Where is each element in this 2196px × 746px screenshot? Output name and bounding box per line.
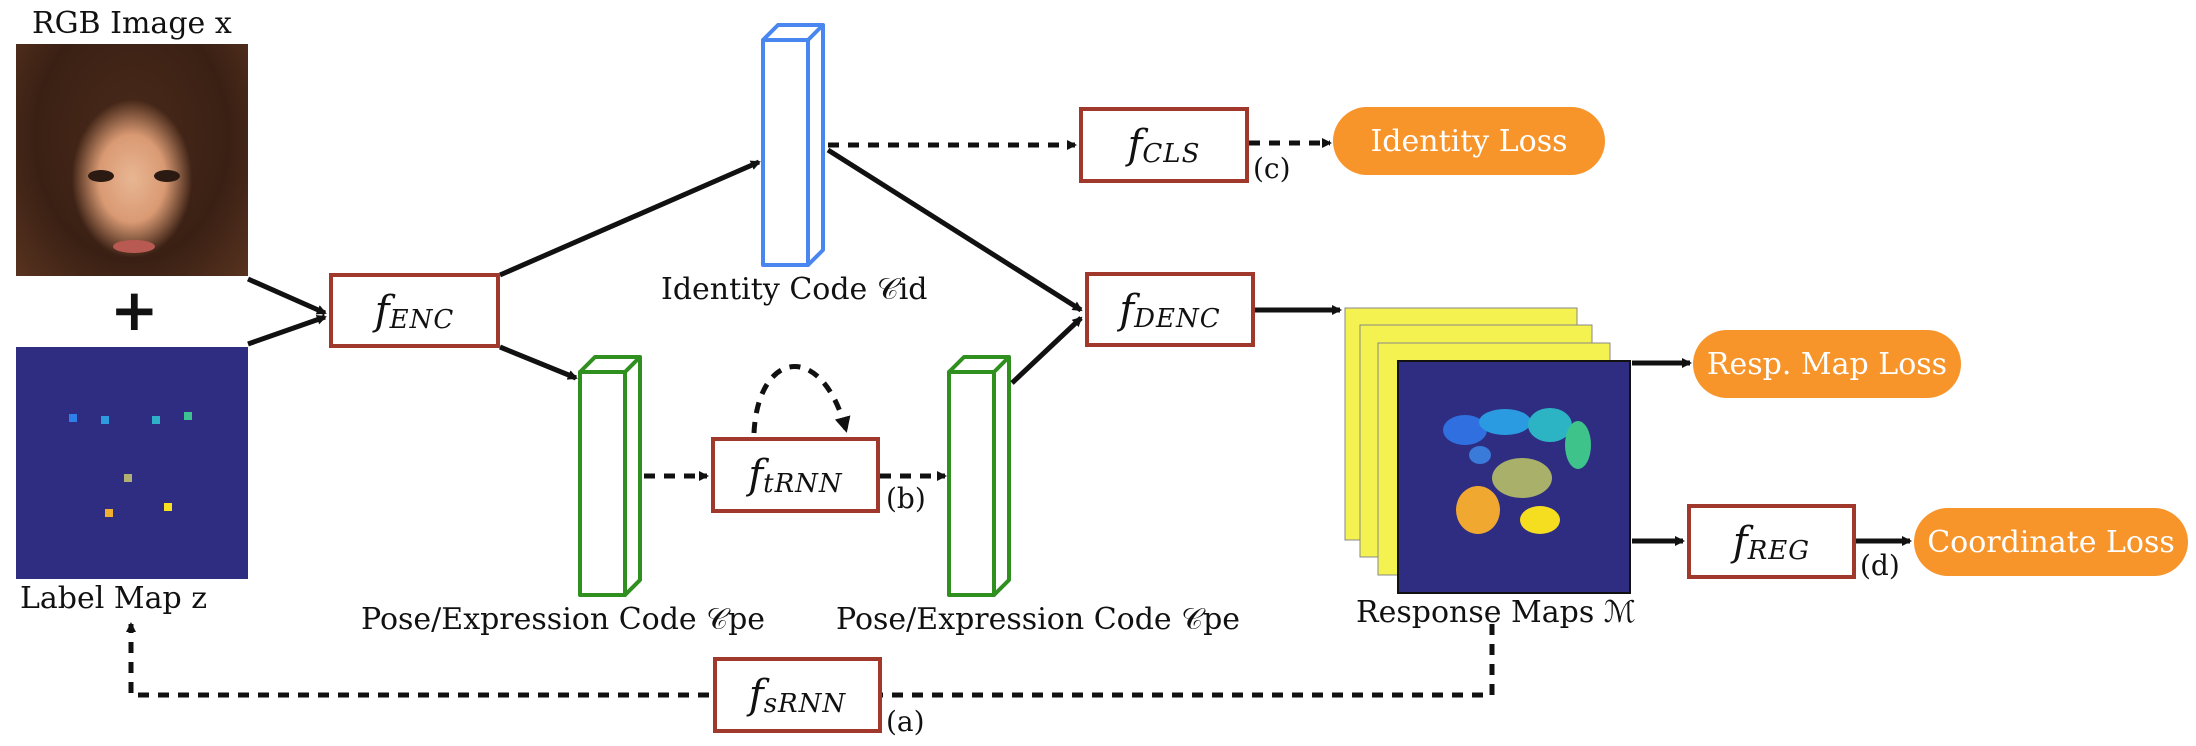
marker-a: (a) <box>886 705 925 738</box>
marker-b: (b) <box>886 482 926 515</box>
f-denc-base: f <box>1119 286 1135 333</box>
response-heat-blobs <box>1443 408 1591 534</box>
solid-connectors <box>246 147 1912 546</box>
dashed-connectors <box>126 138 1495 698</box>
identity-code-label: Identity Code 𝒞id <box>661 272 928 307</box>
f-srnn-sub: sRNN <box>763 689 847 719</box>
f-srnn-base: f <box>748 672 764 718</box>
marker-d: (d) <box>1860 549 1900 582</box>
marker-c: (c) <box>1253 152 1291 185</box>
plus-sign: + <box>110 276 159 344</box>
f-trnn-sub: tRNN <box>763 469 843 499</box>
f-denc-sub: DENC <box>1134 303 1221 334</box>
resp-map-loss-pill: Resp. Map Loss <box>1693 330 1961 398</box>
pose-code-block-right <box>947 355 1011 597</box>
f-trnn-base: f <box>748 452 764 498</box>
identity-code-block <box>761 23 825 267</box>
pose-code-block-left <box>578 355 642 597</box>
f-cls-base: f <box>1127 122 1143 168</box>
f-enc-sub: ENC <box>389 304 455 335</box>
f-reg-base: f <box>1732 518 1748 565</box>
f-cls-sub: CLS <box>1142 139 1201 169</box>
coordinate-loss-pill: Coordinate Loss <box>1914 508 2188 576</box>
f-reg-sub: REG <box>1747 535 1811 566</box>
pose-code-left-label: Pose/Expression Code 𝒞pe <box>361 602 766 637</box>
response-maps-stack <box>1344 307 1631 594</box>
response-maps-label: Response Maps ℳ <box>1356 595 1636 630</box>
rgb-image-label: RGB Image x <box>32 6 232 41</box>
f-enc-base: f <box>374 287 390 334</box>
identity-loss-pill: Identity Loss <box>1333 107 1605 175</box>
pose-code-right-label: Pose/Expression Code 𝒞pe <box>836 602 1241 637</box>
label-map-label: Label Map z <box>20 581 208 616</box>
label-map-image <box>16 347 248 579</box>
rgb-face-image <box>16 44 248 276</box>
